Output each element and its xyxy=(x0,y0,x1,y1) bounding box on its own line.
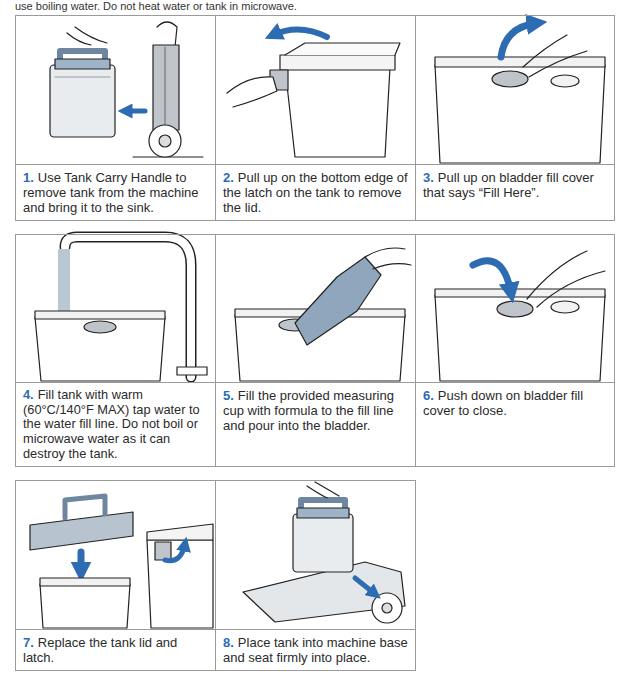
caption-line: 8.Place tank into machine base and seat … xyxy=(223,635,408,665)
caption-line: 7.Replace the tank lid and latch. xyxy=(23,635,208,665)
replace-lid-art xyxy=(30,496,213,628)
step-number: 5. xyxy=(223,388,234,403)
step-number: 3. xyxy=(423,170,434,185)
step-panel: 3.Pull up on bladder fill cover that say… xyxy=(415,15,615,221)
caption-line: 1.Use Tank Carry Handle to remove tank f… xyxy=(23,170,208,215)
step-text: Place tank into machine base and seat fi… xyxy=(223,635,408,665)
step-caption: 7.Replace the tank lid and latch. xyxy=(16,629,215,670)
pour-formula-art xyxy=(235,248,411,381)
caption-line: 2.Pull up on the bottom edge of the latc… xyxy=(223,170,408,215)
caption-line: 6.Push down on bladder fill cover to clo… xyxy=(423,388,607,418)
step-number: 7. xyxy=(23,635,34,650)
step-text: Fill the provided measuring cup with for… xyxy=(223,388,394,433)
caption-line: 5.Fill the provided measuring cup with f… xyxy=(223,388,408,433)
step-number: 2. xyxy=(223,170,234,185)
step-number: 1. xyxy=(23,170,34,185)
step-panel: 6.Push down on bladder fill cover to clo… xyxy=(415,234,615,467)
fill-water-art xyxy=(35,237,207,381)
step-panel: 2.Pull up on the bottom edge of the latc… xyxy=(215,15,416,221)
step-panel: 7.Replace the tank lid and latch. xyxy=(15,480,216,671)
step-panel: 5.Fill the provided measuring cup with f… xyxy=(215,234,416,467)
step-text: Pull up on bladder fill cover that says … xyxy=(423,170,594,200)
close-bladder-art xyxy=(435,251,605,381)
warning-note: use boiling water. Do not heat water or … xyxy=(15,0,297,12)
step-number: 6. xyxy=(423,388,434,403)
step-caption: 8.Place tank into machine base and seat … xyxy=(216,629,415,670)
step-text: Replace the tank lid and latch. xyxy=(23,635,177,665)
step-caption: 2.Pull up on the bottom edge of the latc… xyxy=(216,164,415,220)
step-panel: 4.Fill tank with warm (60°C/140°F MAX) t… xyxy=(15,234,216,467)
step-number: 4. xyxy=(23,387,34,402)
remove-lid-art xyxy=(227,29,400,157)
step-text: Fill tank with warm (60°C/140°F MAX) tap… xyxy=(23,387,200,461)
open-bladder-art xyxy=(435,23,605,163)
step-caption: 5.Fill the provided measuring cup with f… xyxy=(216,382,415,466)
step-caption: 1.Use Tank Carry Handle to remove tank f… xyxy=(16,164,215,220)
caption-line: 3.Pull up on bladder fill cover that say… xyxy=(423,170,607,200)
step-caption: 3.Pull up on bladder fill cover that say… xyxy=(416,164,614,220)
step-text: Push down on bladder fill cover to close… xyxy=(423,388,583,418)
step-caption: 6.Push down on bladder fill cover to clo… xyxy=(416,382,614,466)
step-panel: 1.Use Tank Carry Handle to remove tank f… xyxy=(15,15,216,221)
step-caption: 4.Fill tank with warm (60°C/140°F MAX) t… xyxy=(16,382,215,466)
step-text: Pull up on the bottom edge of the latch … xyxy=(223,170,408,215)
step-panel: 8.Place tank into machine base and seat … xyxy=(215,480,416,671)
seat-tank-art xyxy=(243,482,405,623)
remove-tank-art xyxy=(50,22,203,157)
step-text: Use Tank Carry Handle to remove tank fro… xyxy=(23,170,199,215)
caption-line: 4.Fill tank with warm (60°C/140°F MAX) t… xyxy=(23,388,208,462)
step-number: 8. xyxy=(223,635,234,650)
